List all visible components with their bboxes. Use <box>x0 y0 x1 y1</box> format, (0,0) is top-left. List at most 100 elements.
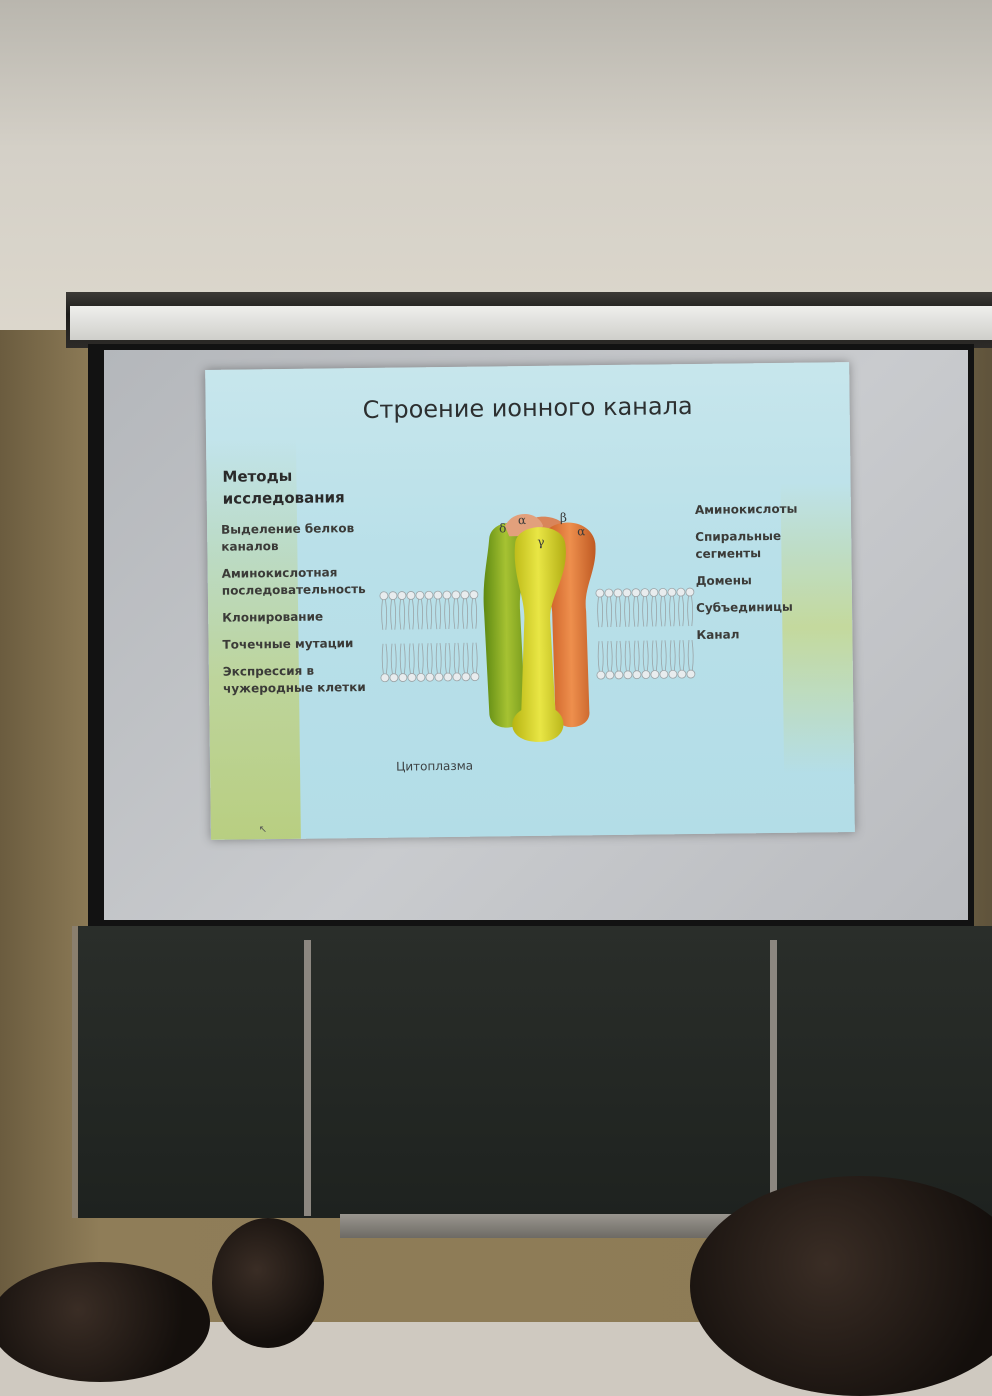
lipid-head <box>677 669 687 679</box>
ceiling <box>0 0 992 330</box>
chalk-tray <box>340 1214 740 1238</box>
cursor-icon: ↖ <box>258 824 268 836</box>
list-item: Спиральные сегменты <box>695 528 782 561</box>
lipid-tail <box>624 596 631 627</box>
lipid-head <box>433 590 443 600</box>
list-item: Клонирование <box>222 609 324 625</box>
lipid-tail <box>381 599 388 630</box>
list-item: Домены <box>695 573 752 588</box>
lipid-head <box>415 590 425 600</box>
lipid-head <box>614 670 624 680</box>
lipid-head <box>443 672 453 682</box>
subunit-label-gamma: γ <box>537 535 544 549</box>
lipid-tail <box>390 599 397 630</box>
lipid-tail <box>417 643 424 674</box>
subunit-label-beta: β <box>560 511 567 525</box>
lipid-tail <box>435 599 442 630</box>
lipid-head <box>676 587 686 597</box>
lipid-head <box>623 670 633 680</box>
lipid-head <box>604 588 614 598</box>
lipid-tail <box>444 642 451 674</box>
lipid-tail <box>606 596 613 628</box>
lipid-tail <box>633 596 640 627</box>
lipid-tail <box>678 640 685 671</box>
lipid-tail <box>597 641 604 672</box>
lipid-tail <box>399 643 406 674</box>
lipid-head <box>442 590 452 600</box>
lipid-tail <box>471 642 478 673</box>
lipid-tail <box>435 643 442 674</box>
lipid-bilayer <box>379 587 696 683</box>
lipid-tail <box>597 597 604 628</box>
lipid-tail <box>615 596 622 627</box>
lipid-head <box>659 669 669 679</box>
lipid-tail <box>615 640 622 671</box>
lipid-tail <box>426 599 433 630</box>
list-item: Канал <box>696 627 740 642</box>
lipid-head <box>667 587 677 597</box>
lipid-head <box>407 673 417 682</box>
lipid-head <box>379 591 389 601</box>
lipid-head <box>658 587 668 597</box>
lipid-tail <box>624 640 631 671</box>
lipid-head <box>469 590 479 600</box>
lipid-tail <box>453 598 460 629</box>
subunit-yellow <box>512 527 566 742</box>
lipid-tail <box>471 598 478 629</box>
lipid-head <box>650 670 660 679</box>
lipid-tail <box>390 643 397 674</box>
chalkboard-divider <box>304 940 311 1216</box>
audience-head <box>212 1218 324 1348</box>
lipid-head <box>605 670 615 680</box>
subunit-label-delta: δ <box>499 521 506 535</box>
methods-list: Выделение белков каналов Аминокислотная … <box>221 520 393 708</box>
lipid-head <box>398 673 408 682</box>
list-item: Субъединицы <box>696 599 793 615</box>
slide-title: Строение ионного канала <box>362 391 693 425</box>
lipid-head <box>595 588 605 598</box>
lipid-head <box>641 670 651 679</box>
chalkboard <box>72 926 992 1218</box>
lipid-head <box>470 672 480 682</box>
lipid-tail <box>462 598 469 629</box>
lipid-tail <box>651 640 658 671</box>
lipid-tail <box>660 596 667 627</box>
lipid-tail <box>642 596 649 627</box>
lipid-head <box>613 588 623 598</box>
lipid-head <box>451 590 461 600</box>
presentation-slide: Строение ионного канала Методы исследова… <box>205 362 855 840</box>
list-item: Аминокислоты <box>694 501 798 517</box>
lipid-head <box>388 591 398 601</box>
lipid-tail <box>606 640 613 672</box>
lipid-tail <box>408 643 415 674</box>
lipid-head <box>622 588 632 598</box>
lipid-tail <box>678 596 685 627</box>
ion-channel-diagram: δ α β α γ <box>379 511 696 742</box>
lipid-head <box>406 591 416 600</box>
lipid-head <box>668 669 678 679</box>
lipid-head <box>380 673 390 683</box>
lipid-head <box>632 670 642 680</box>
lipid-tail <box>633 640 640 671</box>
list-item: Выделение белков каналов <box>221 521 355 554</box>
lipid-head <box>686 669 696 679</box>
lipid-head <box>389 673 399 683</box>
lipid-tail <box>669 640 676 671</box>
subunit-label-alpha: α <box>577 524 585 538</box>
lipid-head <box>631 588 641 598</box>
lipid-tail <box>642 640 649 671</box>
lipid-head <box>416 672 426 682</box>
projector-screen-housing-front <box>70 306 992 340</box>
methods-heading: Методы исследования <box>222 466 345 508</box>
lipid-head <box>434 672 444 682</box>
lipid-tail <box>687 639 694 671</box>
chalkboard-divider <box>770 940 777 1216</box>
lipid-head <box>452 672 462 682</box>
lipid-tail <box>660 640 667 671</box>
lipid-head <box>640 588 650 597</box>
lipid-head <box>596 670 606 680</box>
lipid-tail <box>444 598 451 630</box>
cytoplasm-label: Цитоплазма <box>395 758 474 774</box>
list-item: Аминокислотная последовательность <box>221 565 366 598</box>
lipid-tail <box>417 599 424 630</box>
